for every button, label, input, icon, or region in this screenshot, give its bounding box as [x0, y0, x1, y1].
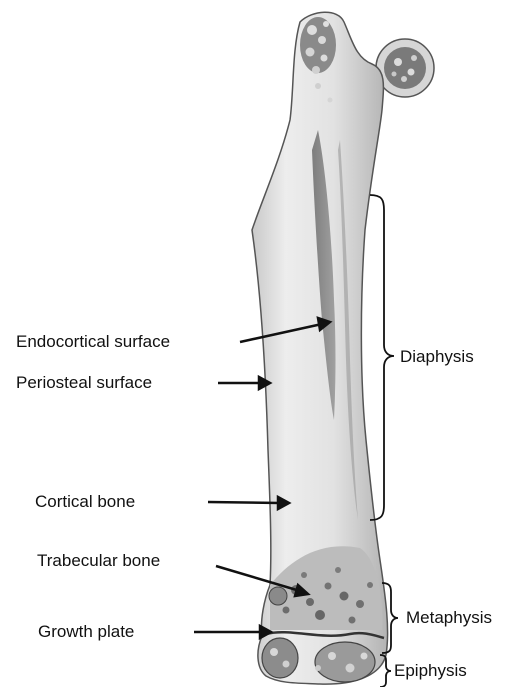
arrow-growth-plate [194, 626, 271, 638]
label-cortical-bone: Cortical bone [35, 492, 135, 512]
label-growth-plate: Growth plate [38, 622, 134, 642]
brace-diaphysis [370, 195, 394, 520]
label-endocortical-surface: Endocortical surface [16, 332, 170, 352]
arrow-cortical [208, 497, 289, 509]
label-metaphysis: Metaphysis [406, 608, 492, 628]
label-trabecular-bone: Trabecular bone [37, 551, 160, 571]
arrow-periosteal [218, 377, 270, 389]
label-diaphysis: Diaphysis [400, 347, 474, 367]
label-epiphysis: Epiphysis [394, 661, 467, 681]
femoral-head [376, 39, 434, 97]
label-periosteal-surface: Periosteal surface [16, 373, 152, 393]
